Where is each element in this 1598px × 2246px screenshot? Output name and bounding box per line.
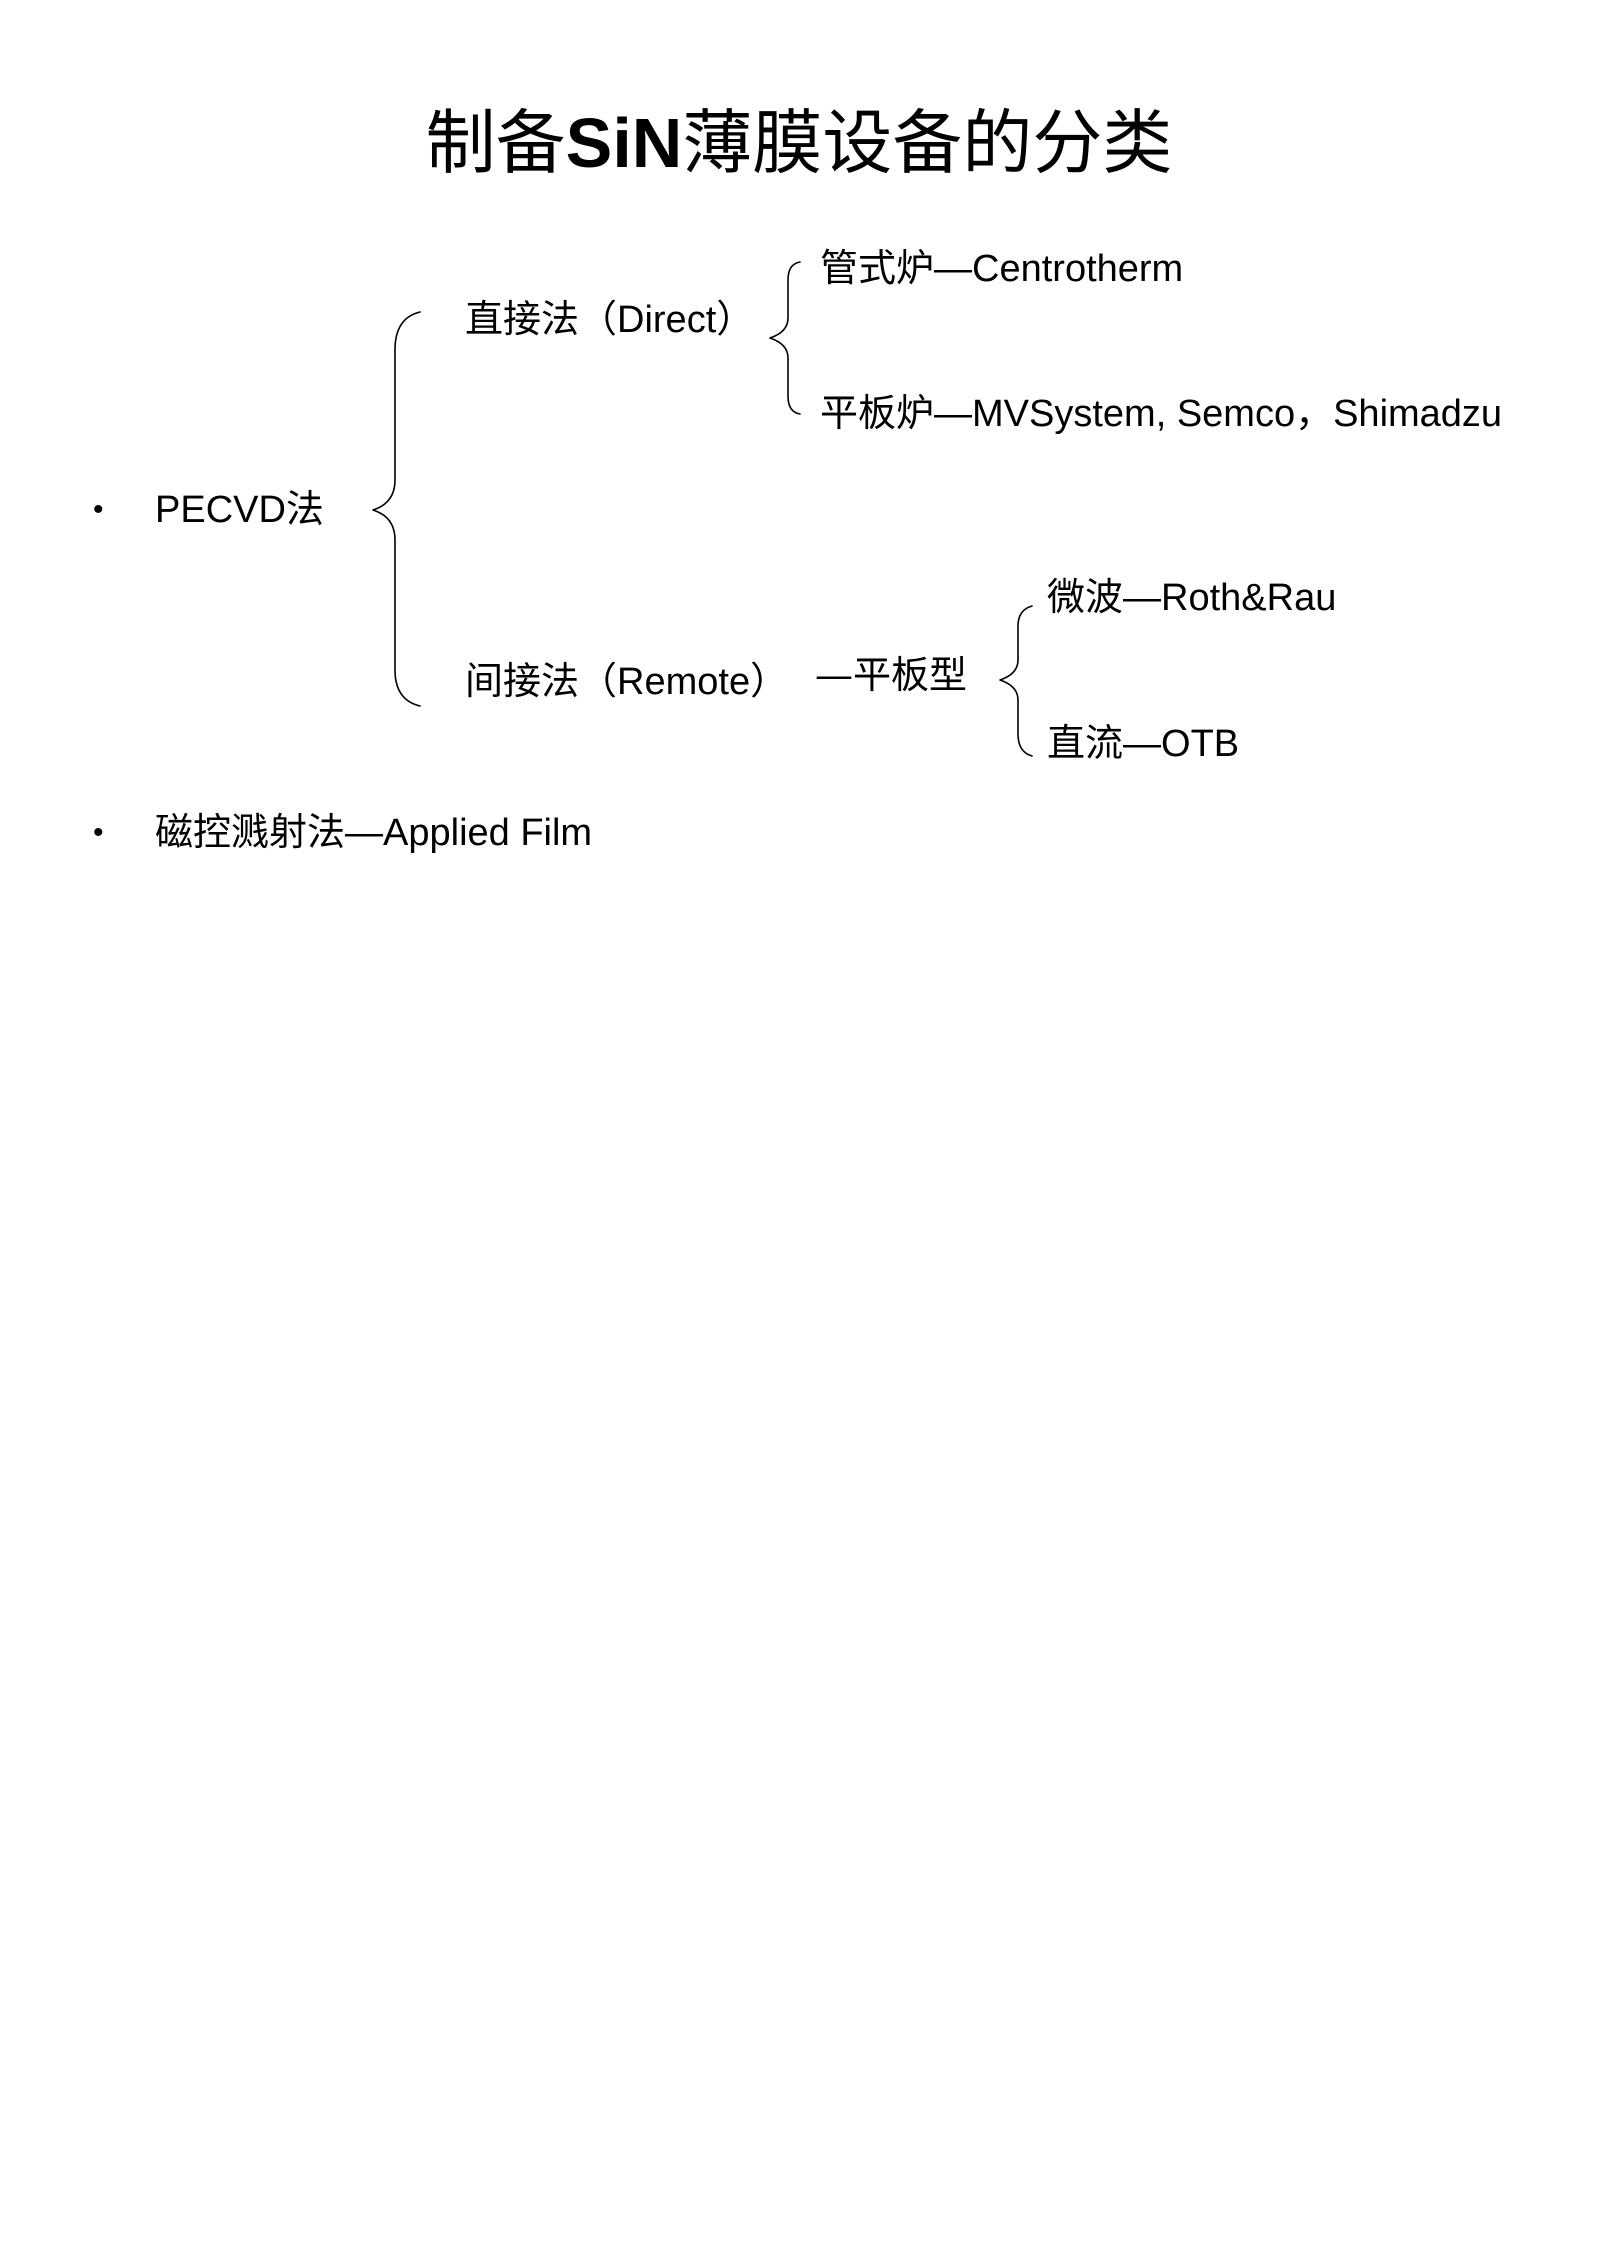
subitem-tube-latin: —Centrotherm [934,248,1184,290]
page-title: 制备SiN薄膜设备的分类 [0,108,1598,178]
title-part-1: 制备 [425,102,566,184]
subitem-microwave: 微波—Roth&Rau [1047,578,1336,617]
branch-remote-cjk: 间接法（ [465,659,618,703]
item-sputtering-label: 磁控溅射法—Applied Film [155,813,592,852]
branch-direct-latin: Direct [617,299,717,341]
subitem-plate-furnace: 平板炉—MVSystem, Semco，Shimadzu [820,394,1502,433]
subitem-plate-cjk: 平板炉 [820,391,935,435]
brace-direct [769,261,801,415]
item-sputtering-cjk: 磁控溅射法 [155,810,346,854]
brace-pecvd [372,311,421,707]
bullet-marker: • [93,816,104,849]
branch-direct-cjk: 直接法（ [465,297,618,341]
branch-remote-label: 间接法（Remote） [465,662,788,701]
bullet-marker: • [93,493,104,526]
subitem-plate-latin: —MVSystem, Semco，Shimadzu [934,393,1503,435]
subitem-dc-latin: —OTB [1123,723,1240,765]
subitem-tube-furnace: 管式炉—Centrotherm [820,249,1183,288]
item-pecvd-cjk: 法 [285,487,324,531]
subitem-microwave-cjk: 微波 [1047,575,1124,619]
title-part-2: SiN [565,104,683,182]
branch-remote-connector: —平板型 [815,653,968,697]
branch-direct-label: 直接法（Direct） [465,300,754,339]
branch-remote-latin: Remote [617,661,751,703]
item-pecvd-label: PECVD法 [155,490,324,529]
item-pecvd-latin: PECVD [155,489,286,531]
subitem-microwave-latin: —Roth&Rau [1123,577,1337,619]
item-sputtering-latin: —Applied Film [345,812,593,854]
title-part-3: 薄膜设备的分类 [682,102,1173,184]
subitem-dc-cjk: 直流 [1047,721,1124,765]
brace-remote [999,605,1033,757]
subitem-tube-cjk: 管式炉 [820,246,935,290]
branch-remote-cjk-end: ） [750,659,789,703]
subitem-dc: 直流—OTB [1047,724,1239,763]
branch-direct-cjk-end: ） [716,297,755,341]
